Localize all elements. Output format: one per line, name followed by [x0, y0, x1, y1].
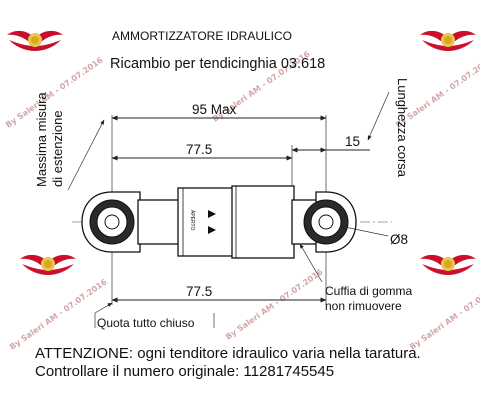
rubber-sleeve: [231, 185, 295, 259]
arrow-mark-icon: [208, 210, 216, 218]
dimension-stroke-label: 15: [345, 134, 360, 149]
arrow-mark-icon: [208, 226, 216, 234]
left-eye-mount: [81, 191, 141, 253]
diameter-label: Ø8: [390, 232, 408, 247]
leader-line: [67, 119, 105, 191]
left-vertical-label: di estenzione: [50, 110, 65, 187]
dimension-77-5-upper-label: 77.5: [186, 142, 212, 157]
winged-logo-icon: [20, 254, 76, 275]
leader-line: [339, 224, 389, 237]
right-vertical-label: Lunghezza corsa: [395, 78, 410, 178]
leader-line: [94, 302, 113, 314]
winged-logo-icon: [7, 30, 63, 51]
rubber-sleeve-label: non rimuovere: [325, 299, 402, 313]
winged-logo-icon: [420, 30, 476, 51]
leader-line: [367, 91, 390, 141]
right-eye-mount: [303, 191, 357, 253]
warning-note: ATTENZIONE: ogni tenditore idraulico var…: [35, 345, 421, 362]
original-number-note: Controllare il numero originale: 1128174…: [35, 363, 335, 380]
damper-body: [177, 187, 235, 257]
leader-line: [299, 243, 323, 283]
diagram-title: AMMORTIZZATORE IDRAULICO: [112, 29, 292, 43]
left-shaft: [137, 199, 181, 245]
watermark-text: By Saleri AM - 07.07.2016: [8, 277, 109, 351]
dimension-95-max-label: 95 Max: [192, 102, 237, 117]
body-mark: APERTO: [189, 210, 195, 230]
winged-logo-icon: [420, 254, 476, 275]
rubber-sleeve-label: Cuffia di gomma: [325, 284, 412, 298]
dimension-77-5-lower-label: 77.5: [186, 284, 212, 299]
closed-quota-label: Quota tutto chiuso: [97, 316, 195, 330]
watermark-text: By Saleri AM - 07.07.2016: [224, 267, 325, 341]
watermark-text: By Saleri AM - 07.07.2016: [408, 277, 480, 351]
diagram-subtitle: Ricambio per tendicinghia 03.618: [110, 56, 325, 72]
left-vertical-label: Massima misura: [34, 92, 49, 187]
